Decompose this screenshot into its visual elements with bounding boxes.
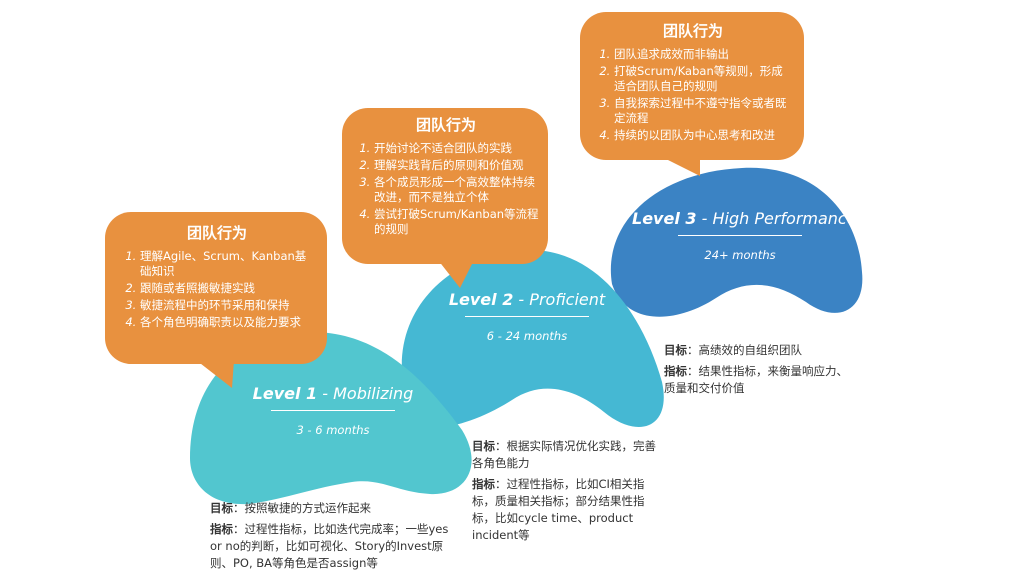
callout-2-item-4: 尝试打破Scrum/Kanban等流程的规则 xyxy=(374,207,540,237)
level-1-blob xyxy=(190,332,472,505)
callout-3-item-3: 自我探索过程中不遵守指令或者既定流程 xyxy=(614,96,794,126)
level-3-duration: 24+ months xyxy=(704,248,776,262)
level-1-duration: 3 - 6 months xyxy=(296,423,370,437)
level-1-title: Mobilizing xyxy=(333,384,414,403)
callout-3-bubble xyxy=(580,12,804,176)
callout-1-item-4: 各个角色明确职责以及能力要求 xyxy=(140,315,316,330)
level-2-divider xyxy=(465,316,589,317)
level-3-divider xyxy=(678,235,802,236)
level-1-metric-key: 指标 xyxy=(210,522,233,536)
level-2-label: Level 2 - Proficient 6 - 24 months xyxy=(422,290,632,343)
level-3-metric: 指标：结果性指标，来衡量响应力、质量和交付价值 xyxy=(664,364,848,395)
level-3-metric-key: 指标 xyxy=(664,364,687,378)
callout-3-item-1: 团队追求成效而非输出 xyxy=(614,47,794,62)
callout-1-bubble xyxy=(105,212,327,388)
callout-3-item-4: 持续的以团队为中心思考和改进 xyxy=(614,128,794,143)
level-2-description: 目标：根据实际情况优化实践，完善各角色能力 指标：过程性指标，比如CI相关指标，… xyxy=(472,438,658,548)
level-1-metric: 指标：过程性指标，比如迭代完成率；一些yes or no的判断，比如可视化、St… xyxy=(210,522,449,570)
callout-2-bubble xyxy=(342,108,548,288)
level-2-duration: 6 - 24 months xyxy=(486,329,568,343)
callout-3-item-2: 打破Scrum/Kaban等规则，形成适合团队自己的规则 xyxy=(614,64,794,94)
callout-1-title: 团队行为 xyxy=(186,224,247,242)
level-2-goal-key: 目标 xyxy=(472,439,495,453)
callout-1-item-2: 跟随或者照搬敏捷实践 xyxy=(140,281,316,296)
callout-2-item-1: 开始讨论不适合团队的实践 xyxy=(374,141,540,156)
callout-1: 团队行为 理解Agile、Scrum、Kanban基础知识 跟随或者照搬敏捷实践… xyxy=(118,222,316,332)
level-1-description: 目标：按照敏捷的方式运作起来 指标：过程性指标，比如迭代完成率；一些yes or… xyxy=(210,500,460,576)
level-2-title: Proficient xyxy=(529,290,606,309)
level-2-metric-key: 指标 xyxy=(472,477,495,491)
level-2-metric: 指标：过程性指标，比如CI相关指标，质量相关指标；部分结果性指标，比如cycle… xyxy=(472,477,645,542)
level-1-name: Level 1 xyxy=(252,384,318,403)
level-1-label: Level 1 - Mobilizing 3 - 6 months xyxy=(228,384,438,437)
callout-1-list: 理解Agile、Scrum、Kanban基础知识 跟随或者照搬敏捷实践 敏捷流程… xyxy=(118,249,316,330)
level-3-name: Level 3 xyxy=(632,209,697,228)
callout-1-item-3: 敏捷流程中的环节采用和保持 xyxy=(140,298,316,313)
callout-2-title: 团队行为 xyxy=(415,116,476,134)
level-3-title: High Performance xyxy=(712,209,857,228)
level-1-divider xyxy=(271,410,395,411)
level-3-blob xyxy=(610,167,863,317)
level-1-goal-key: 目标 xyxy=(210,501,233,515)
callout-2-item-3: 各个成员形成一个高效整体持续改进，而不是独立个体 xyxy=(374,175,540,205)
level-3-description: 目标：高绩效的自组织团队 指标：结果性指标，来衡量响应力、质量和交付价值 xyxy=(664,342,854,401)
level-2-goal: 目标：根据实际情况优化实践，完善各角色能力 xyxy=(472,439,656,470)
level-1-goal: 目标：按照敏捷的方式运作起来 xyxy=(210,501,372,515)
callout-3-title: 团队行为 xyxy=(662,22,723,40)
level-2-name: Level 2 xyxy=(448,290,514,309)
level-1-metric-text: 过程性指标，比如迭代完成率；一些yes or no的判断，比如可视化、Story… xyxy=(210,522,449,570)
level-3-goal-text: 高绩效的自组织团队 xyxy=(698,343,803,357)
level-3-separator: - xyxy=(696,209,713,228)
level-1-goal-text: 按照敏捷的方式运作起来 xyxy=(244,501,372,515)
level-3-label: Level 3 - High Performance 24+ months xyxy=(632,209,857,262)
level-2-blob xyxy=(401,250,664,428)
callout-3-list: 团队追求成效而非输出 打破Scrum/Kaban等规则，形成适合团队自己的规则 … xyxy=(592,47,794,143)
level-2-separator: - xyxy=(513,290,530,309)
callout-2-list: 开始讨论不适合团队的实践 理解实践背后的原则和价值观 各个成员形成一个高效整体持… xyxy=(352,141,540,237)
callout-2-item-2: 理解实践背后的原则和价值观 xyxy=(374,158,540,173)
level-3-metric-text: 结果性指标，来衡量响应力、质量和交付价值 xyxy=(664,364,848,395)
callout-1-item-1: 理解Agile、Scrum、Kanban基础知识 xyxy=(140,249,316,279)
callout-3: 团队行为 团队追求成效而非输出 打破Scrum/Kaban等规则，形成适合团队自… xyxy=(592,20,794,145)
level-2-goal-text: 根据实际情况优化实践，完善各角色能力 xyxy=(472,439,656,470)
level-1-separator: - xyxy=(317,384,334,403)
level-3-goal-key: 目标 xyxy=(664,343,687,357)
level-3-goal: 目标：高绩效的自组织团队 xyxy=(664,343,803,357)
callout-2: 团队行为 开始讨论不适合团队的实践 理解实践背后的原则和价值观 各个成员形成一个… xyxy=(352,114,540,239)
level-2-metric-text: 过程性指标，比如CI相关指标，质量相关指标；部分结果性指标，比如cycle ti… xyxy=(472,477,645,542)
